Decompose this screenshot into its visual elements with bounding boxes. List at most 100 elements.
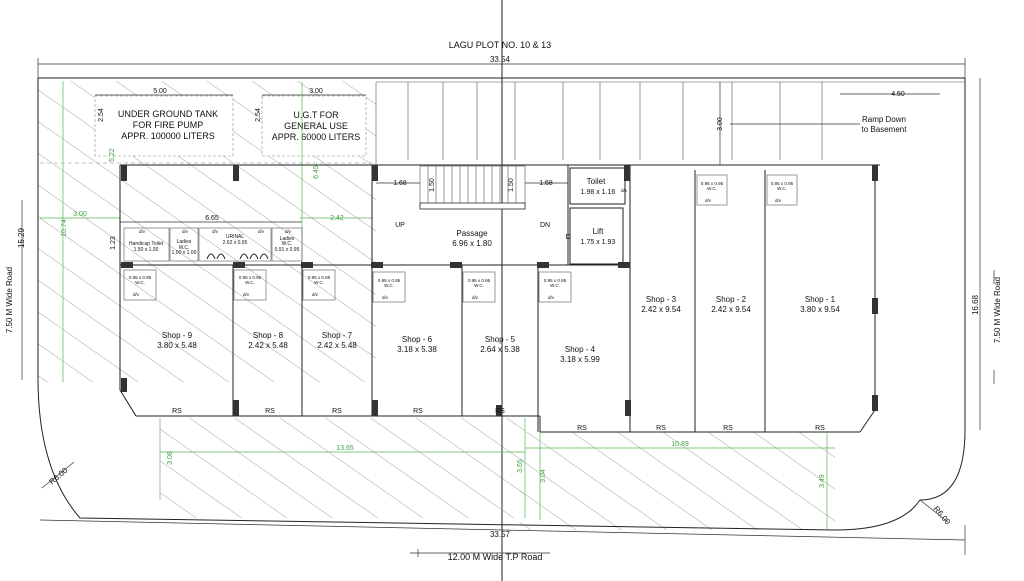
- wc-dv-4: d/v: [382, 295, 389, 300]
- shop-name-8: Shop - 2: [716, 295, 747, 304]
- tank2-label-1: U.G.T FOR: [293, 110, 339, 120]
- toilet-block: 6.65 1.23 Handicap Toilet 1.50 x 1.00 La…: [110, 215, 303, 262]
- shop-name-5: Shop - 5: [485, 335, 516, 344]
- wc-label-4: W.C.: [384, 283, 394, 288]
- wc-dv-5: d/v: [472, 295, 479, 300]
- stair-right-label: 1.68: [539, 180, 553, 187]
- urinal-label-2: 2.62 x 0.95: [223, 240, 248, 246]
- top-width-label: 33.54: [490, 55, 511, 64]
- wc-size-8: 0.95 x 0.95: [771, 181, 794, 186]
- wc-dv-7: d/v: [705, 198, 712, 203]
- bottom-road: 12.00 M Wide T.P Road: [410, 549, 550, 562]
- shop-size-6: 3.18 x 5.99: [560, 355, 600, 364]
- urinal-label-1: URINAL: [226, 234, 245, 240]
- front-left-h-label: 3.08: [167, 451, 174, 465]
- stair-height-label-1: 1.50: [429, 178, 436, 192]
- radius-left-leader: [41, 461, 75, 489]
- general-use-tank: 3.00 2.54 6.45 U.G.T FOR GENERAL USE APP…: [255, 88, 367, 179]
- ramp-width-label: 4.50: [891, 91, 905, 98]
- wc-label-1: W.C.: [135, 280, 145, 285]
- ladies1-label-1: Ladies: [177, 239, 192, 245]
- shop-name-4: Shop - 6: [402, 335, 433, 344]
- left-road: 15.29 7.50 M Wide Road: [5, 200, 26, 380]
- green-vertical-left-label: 10.74: [61, 219, 68, 237]
- tank1-label-1: UNDER GROUND TANK: [118, 109, 218, 119]
- shop-name-3: Shop - 7: [322, 331, 353, 340]
- wc-dv-1: d/v: [133, 292, 140, 297]
- bottom-width-label: 33.57: [490, 530, 511, 539]
- tank2-gap-label: 6.45: [313, 165, 320, 179]
- rs-label-9: RS: [815, 425, 825, 432]
- wc-size-5: 0.95 x 0.95: [468, 278, 491, 283]
- right-depth-label: 16.68: [971, 294, 980, 315]
- tank1-label-2: FOR FIRE PUMP: [133, 120, 204, 130]
- tank1-height-label: 2.54: [98, 108, 105, 122]
- wc-dv-8: d/v: [775, 198, 782, 203]
- lift-label-2: 1.75 x 1.93: [581, 239, 616, 246]
- dv-label-t1: d/v: [139, 229, 146, 234]
- wc-size-4: 0.95 x 0.95: [378, 278, 401, 283]
- front-right-label: 10.89: [671, 441, 689, 448]
- shop-size-5: 2.64 x 5.38: [480, 345, 520, 354]
- rs-label-1: RS: [172, 408, 182, 415]
- rs-label-7: RS: [656, 425, 666, 432]
- fire-pump-tank: 5.00 2.54 5.22 UNDER GROUND TANK FOR FIR…: [94, 88, 234, 162]
- dv-label-t4: d/v: [258, 229, 265, 234]
- ladies2-label-1: Ladies: [280, 236, 295, 242]
- dv-label-t2: d/v: [182, 229, 189, 234]
- core-toilet-label-2: 1.98 x 1.16: [581, 189, 616, 196]
- shop-size-2: 2.42 x 5.48: [248, 341, 288, 350]
- front-right-h-label: 3.49: [819, 474, 826, 488]
- shop-name-7: Shop - 3: [646, 295, 677, 304]
- wc-size-1: 0.95 x 0.95: [129, 275, 152, 280]
- wc-dv-6: d/v: [548, 295, 555, 300]
- tank2-width-label: 3.00: [309, 88, 323, 95]
- green-dimensions-left: 3.00 10.74 2.42: [40, 81, 372, 382]
- rs-label-5: RS: [495, 408, 505, 415]
- passage-label-2: 6.96 x 1.80: [452, 239, 492, 248]
- wc-label-6: W.C.: [550, 283, 560, 288]
- ladies1-label-3: 1.00 x 1.00: [172, 250, 197, 256]
- wc-label-8: W.C.: [777, 186, 787, 191]
- ramp-down: 4.50 3.00 Ramp Down to Basement: [717, 82, 940, 165]
- shop-name-1: Shop - 9: [162, 331, 193, 340]
- shop-size-8: 2.42 x 9.54: [711, 305, 751, 314]
- tank1-gap-label: 5.22: [109, 148, 116, 162]
- wc-labels: 0.95 x 0.95W.C.d/v0.95 x 0.95W.C.d/v0.95…: [129, 181, 794, 300]
- toilet-row-height-label: 1.23: [110, 236, 117, 250]
- rs-label-8: RS: [723, 425, 733, 432]
- wc-label-5: W.C.: [474, 283, 484, 288]
- plot-boundary: [37, 77, 966, 531]
- passage-label-1: Passage: [456, 229, 488, 238]
- ladies2-label-2: W.C.: [282, 241, 293, 247]
- shop-size-9: 3.80 x 9.54: [800, 305, 840, 314]
- tank2-height-label: 2.54: [255, 108, 262, 122]
- tank2-label-3: APPR. 60000 LITERS: [272, 132, 361, 142]
- bottom-dimension: 33.57: [39, 519, 966, 555]
- green-left-label: 3.00: [73, 211, 87, 218]
- handicap-label-2: 1.50 x 1.00: [134, 247, 159, 253]
- front-mid-h2-label: 3.04: [540, 469, 547, 483]
- stair-dn-label: DN: [540, 222, 550, 229]
- wc-label-3: W.C.: [314, 280, 324, 285]
- green-mid-label: 2.42: [330, 215, 344, 222]
- plot-title: LAGU PLOT NO. 10 & 13: [449, 40, 551, 50]
- dv-label-t5: d/v: [285, 229, 292, 234]
- shop-size-7: 2.42 x 9.54: [641, 305, 681, 314]
- wc-size-3: 0.95 x 0.95: [308, 275, 331, 280]
- wc-label-2: W.C.: [245, 280, 255, 285]
- radius-right-label: R6.00: [932, 504, 953, 527]
- rs-label-4: RS: [413, 408, 423, 415]
- tank1-label-3: APPR. 100000 LITERS: [121, 131, 215, 141]
- shop-size-4: 3.18 x 5.38: [397, 345, 437, 354]
- tank1-width-label: 5.00: [153, 88, 167, 95]
- ramp-label-1: Ramp Down: [862, 115, 906, 124]
- front-left-label: 13.65: [336, 445, 354, 452]
- ramp-label-2: to Basement: [862, 125, 908, 134]
- rs-label-6: RS: [577, 425, 587, 432]
- stair-up-label: UP: [395, 222, 405, 229]
- bottom-road-label: 12.00 M Wide T.P Road: [448, 552, 543, 562]
